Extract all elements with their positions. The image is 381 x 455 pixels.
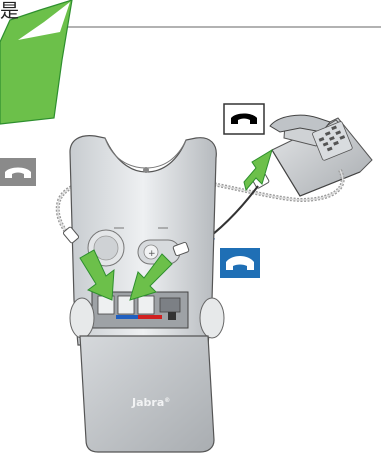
port-middle-2 — [138, 296, 154, 314]
callout-text: 是 — [0, 2, 19, 21]
front-cover — [80, 336, 214, 452]
handset-on-hook-icon — [224, 104, 264, 134]
handset-blue-icon — [220, 248, 260, 278]
right-side-wheel — [200, 298, 224, 338]
port-right — [160, 298, 180, 312]
port-red-stripe — [138, 315, 162, 319]
telephone-desk-icon — [270, 115, 372, 196]
port-blue-stripe — [116, 315, 138, 319]
left-side-wheel — [70, 298, 94, 338]
svg-text:+: + — [148, 249, 156, 259]
handset-gray-icon — [0, 158, 36, 186]
